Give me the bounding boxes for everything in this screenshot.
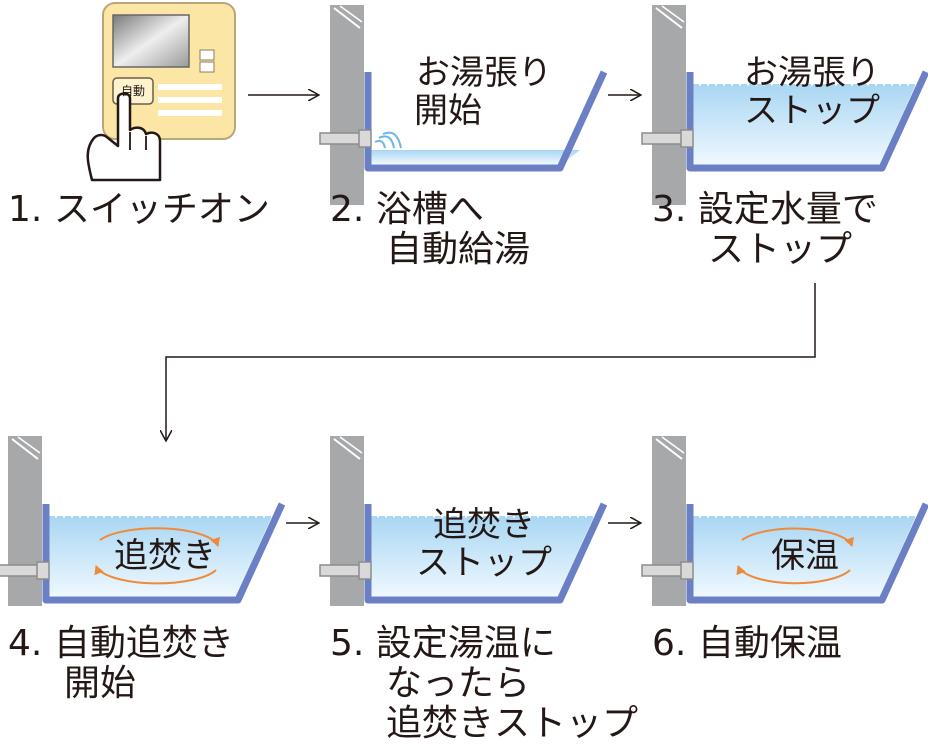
caption-line: 追焚きストップ (386, 703, 639, 744)
tub-label-step-3: お湯張り ストップ (720, 54, 904, 130)
step-number: 6. (652, 623, 687, 664)
caption-line: 自動保温 (697, 623, 842, 664)
tub-step-3 (641, 5, 928, 205)
tub-step-6 (641, 436, 928, 606)
tub-label-step-5: 追焚き ストップ (394, 506, 574, 582)
caption-line: 浴槽へ (375, 189, 484, 230)
tub-label-step-4: 追焚き (80, 537, 250, 575)
pointing-hand-icon (86, 92, 162, 182)
tub-step-5 (319, 436, 608, 606)
caption-line: 自動追焚き (53, 623, 234, 664)
tub-step-4 (0, 436, 286, 606)
tub-label-step-6: 保温 (720, 537, 890, 575)
tub-label-line: 追焚き (433, 505, 535, 545)
step-caption-6: 6. 自動保温 (652, 624, 842, 664)
step-number: 3. (652, 189, 687, 230)
tub-label-line: お湯張り (416, 53, 552, 93)
tub-label-step-2: お湯張り 開始 (392, 54, 576, 130)
caption-line: なったら (386, 663, 531, 704)
step-number: 4. (8, 623, 43, 664)
tub-step-2 (319, 5, 608, 205)
caption-line: 設定湯温に (375, 623, 556, 664)
caption-line: 設定水量で (697, 189, 878, 230)
step-number: 1. (8, 189, 43, 230)
caption-line: 自動給湯 (386, 229, 531, 270)
step-caption-3: 3. 設定水量で ストップ (652, 190, 878, 270)
flow-arrow-3-4 (166, 283, 816, 440)
tub-label-line: 開始 (414, 91, 482, 131)
step-caption-2: 2. 浴槽へ 自動給湯 (330, 190, 530, 270)
tub-label-line: 追焚き (114, 536, 216, 576)
caption-line: スイッチオン (53, 189, 270, 230)
caption-line: ストップ (708, 229, 853, 270)
auto-button-label: 自動 (120, 84, 145, 98)
control-panel-icon (102, 2, 236, 140)
step-number: 5. (330, 623, 365, 664)
step-caption-1: 1. スイッチオン (8, 190, 270, 230)
tub-label-line: 保温 (771, 536, 839, 576)
step-caption-4: 4. 自動追焚き 開始 (8, 624, 234, 704)
step-caption-5: 5. 設定湯温に なったら 追焚きストップ (330, 624, 638, 744)
caption-line: 開始 (64, 663, 137, 704)
tub-label-line: ストップ (416, 543, 552, 583)
tub-label-line: ストップ (744, 91, 880, 131)
step-number: 2. (330, 189, 365, 230)
tub-label-line: お湯張り (744, 53, 880, 93)
